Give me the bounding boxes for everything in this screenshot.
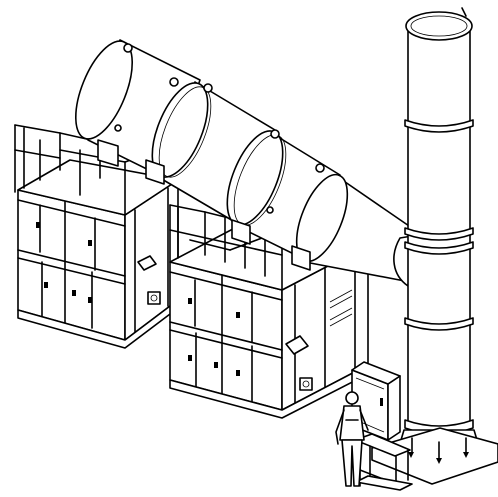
duct-support bbox=[231, 219, 251, 245]
duct-lifting-lug bbox=[123, 43, 133, 53]
duct-port bbox=[266, 206, 274, 214]
stack-outlet-ring bbox=[405, 11, 473, 41]
right-module-warning-label bbox=[285, 335, 309, 355]
left-module-warning-label bbox=[137, 255, 157, 271]
cabinet-side bbox=[387, 375, 401, 441]
duct-end-cap bbox=[74, 40, 134, 140]
figure-legs bbox=[341, 439, 363, 487]
operator-figure bbox=[335, 391, 369, 487]
figure-torso bbox=[339, 405, 365, 441]
duct-lifting-lug bbox=[169, 77, 179, 87]
exhaust-stack bbox=[371, 7, 498, 485]
figure-head bbox=[345, 391, 359, 405]
duct-lifting-lug bbox=[203, 83, 213, 93]
enclosure-module-left bbox=[14, 124, 179, 349]
right-module-vent bbox=[299, 377, 313, 391]
cabinet-top bbox=[351, 361, 401, 385]
duct-support bbox=[97, 139, 119, 167]
duct-lifting-lug bbox=[315, 163, 325, 173]
duct-lifting-lug bbox=[270, 129, 280, 139]
left-module-vent bbox=[147, 291, 161, 305]
overhead-duct bbox=[74, 39, 413, 287]
duct-support bbox=[145, 159, 165, 185]
stack-flange-rings bbox=[404, 119, 474, 133]
duct-support bbox=[291, 245, 311, 271]
duct-port bbox=[114, 124, 122, 132]
